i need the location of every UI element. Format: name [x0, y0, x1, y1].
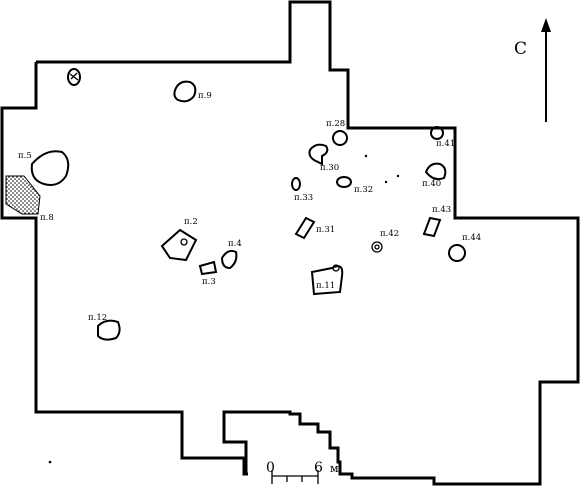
feature-label: п.2 [184, 217, 198, 227]
north-label: С [514, 39, 527, 59]
dotted-area [5, 175, 41, 215]
feature-n11-inner [332, 264, 340, 272]
dot-mark [384, 180, 388, 184]
feature-n12-shape [97, 319, 121, 341]
feature-n33-shape [291, 177, 301, 191]
feature-label: п.12 [88, 313, 107, 323]
feature-n28-shape [332, 130, 348, 146]
dot-mark [364, 154, 368, 158]
feature-n2-shape [160, 228, 198, 262]
scale-start-label: 0 [266, 460, 275, 476]
feature-label: п.11 [316, 281, 335, 291]
scale-bar [271, 470, 319, 484]
feature-n42-inner [374, 244, 380, 250]
feature-label: п.3 [202, 277, 216, 287]
feature-label: п.28 [326, 119, 345, 129]
feature-label: п.9 [198, 91, 212, 101]
scale-end-label: 6 [314, 460, 323, 476]
dot-mark [48, 460, 52, 464]
feature-n30-shape [308, 143, 329, 166]
feature-label: п.5 [18, 151, 32, 161]
feature-label: п.33 [294, 193, 313, 203]
feature-n4-shape [220, 249, 238, 270]
feature-n40-shape [424, 162, 447, 181]
feature-n44-shape [448, 244, 466, 262]
feature-n2-inner [180, 238, 188, 246]
north-arrow-head [541, 18, 551, 32]
feature-label: п.4 [228, 239, 242, 249]
feature-n42-shape [371, 241, 383, 253]
feature-n41-shape [430, 126, 444, 140]
feature-label: п.32 [354, 185, 373, 195]
feature-n43-shape [422, 216, 442, 238]
feature-label: п.43 [432, 205, 451, 215]
feature-label: п.30 [320, 163, 339, 173]
feature-label: п.41 [436, 139, 455, 149]
feature-n32-shape [336, 176, 352, 188]
feature-n5-shape [30, 150, 70, 186]
feature-label: п.44 [462, 233, 481, 243]
feature-n9-shape [173, 80, 197, 103]
small-feature-nw-hatch [69, 72, 79, 81]
feature-n31-shape [294, 216, 316, 240]
feature-n3-shape [198, 260, 218, 276]
small-feature-nw [67, 68, 81, 86]
dot-mark [396, 174, 400, 178]
feature-label: п.8 [40, 213, 54, 223]
scale-unit-label: м [330, 462, 339, 475]
feature-label: п.42 [380, 229, 399, 239]
feature-label: п.40 [422, 179, 441, 189]
feature-label: п.31 [316, 225, 335, 235]
